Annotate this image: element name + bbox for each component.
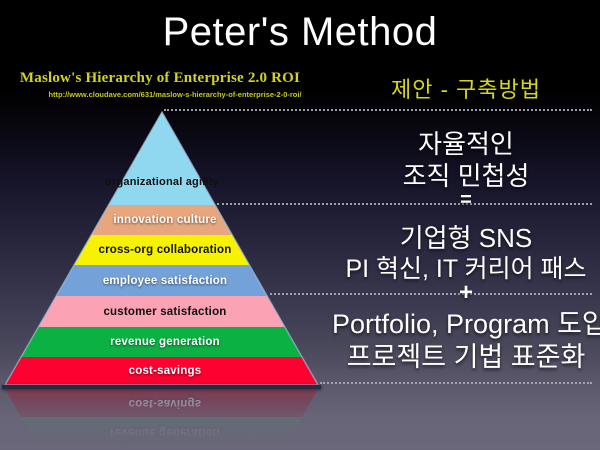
pyramid-label-cost-savings: cost-savings (128, 365, 202, 377)
pyramid-band-organizational-agility (108, 112, 216, 205)
pyramid-band-employee-satisfaction (56, 265, 268, 296)
pyramid-label-cross-org-collaboration: cross-org collaboration (98, 244, 232, 256)
annotation-line-org-agility: 조직 민첩성 (402, 161, 530, 191)
reflection-label-cost-savings: cost-savings (128, 397, 202, 409)
equals-operator: = (460, 189, 472, 211)
reflection-band (21, 417, 302, 447)
plus-operator: + (458, 279, 473, 306)
pyramid-band-customer-satisfaction (38, 296, 285, 327)
reflection-band (5, 389, 318, 417)
slide-title: Peter's Method (162, 10, 438, 54)
pyramid-reflection-svg (5, 389, 318, 447)
dotted-divider-top (164, 109, 592, 111)
pyramid-label-organizational-agility: organizational agility (105, 176, 219, 188)
annotation-line-enterprise-sns: 기업형 SNS (399, 223, 533, 253)
pyramid-label-revenue-generation: revenue generation (110, 336, 220, 348)
annotation-line-portfolio-program: Portfolio, Program 도입 (332, 309, 600, 339)
annotation-line-project-standardization: 프로젝트 기법 표준화 (346, 342, 586, 372)
source-url: http://www.cloudave.com/631/maslow-s-hie… (48, 90, 302, 99)
pyramid-band-cost-savings (5, 357, 318, 385)
reflection-label-revenue-generation: revenue generation (110, 426, 220, 438)
annotation-line-pi-innovation: PI 혁신, IT 커리어 패스 (345, 255, 587, 283)
pyramid-band-revenue-generation (21, 327, 302, 357)
annotation-line-autonomous: 자율적인 (418, 129, 514, 159)
dotted-divider-base (320, 382, 592, 384)
pyramid-reflection-copy: revenue generation cost-savings (0, 389, 330, 447)
pyramid-band-cross-org-collaboration (74, 235, 250, 265)
pyramid-label-employee-satisfaction: employee satisfaction (102, 275, 228, 287)
pyramid-diagram: organizational agility innovation cultur… (0, 105, 330, 390)
dotted-divider-equals (217, 203, 592, 205)
pyramid-reflection: revenue generation cost-savings (0, 389, 330, 447)
right-section-heading: 제안 - 구축방법 (391, 77, 541, 102)
pyramid-band-innovation-culture (91, 205, 233, 235)
dotted-divider-plus (270, 293, 592, 295)
source-heading: Maslow's Hierarchy of Enterprise 2.0 ROI (19, 70, 301, 86)
pyramid-base-shadow (2, 385, 321, 389)
pyramid-label-innovation-culture: innovation culture (113, 214, 217, 226)
pyramid-label-customer-satisfaction: customer satisfaction (103, 306, 227, 318)
